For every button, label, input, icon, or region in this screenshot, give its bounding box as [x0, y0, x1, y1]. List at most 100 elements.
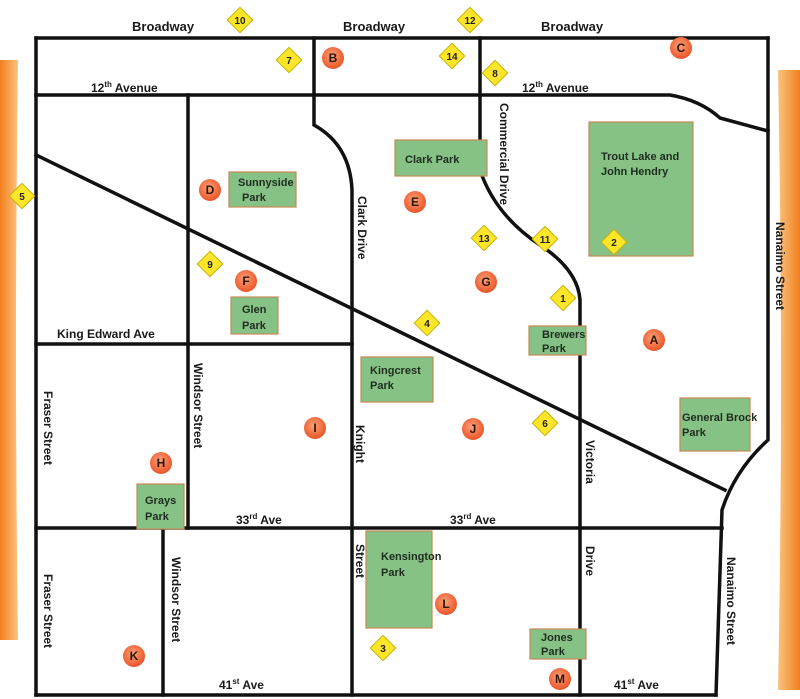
svg-text:4: 4: [424, 319, 430, 330]
street-nanaimo-north: Nanaimo Street: [773, 222, 787, 310]
svg-text:K: K: [130, 649, 139, 663]
marker-i[interactable]: I: [304, 417, 326, 439]
right-side-band: [778, 70, 800, 690]
park-trout-lake-label-2: John Hendry: [601, 166, 669, 178]
svg-text:F: F: [242, 274, 249, 288]
park-jones-label-1: Jones: [541, 632, 573, 644]
street-12th-avenue-west: 12th Avenue: [91, 80, 158, 95]
svg-text:D: D: [206, 183, 215, 197]
street-41st-avenue-west: 41st Ave: [219, 677, 264, 692]
street-fraser-south: Fraser Street: [41, 574, 55, 648]
marker-l[interactable]: L: [435, 593, 457, 615]
street-commercial-drive: Commercial Drive: [497, 103, 511, 205]
svg-text:12: 12: [464, 16, 476, 27]
svg-text:C: C: [677, 41, 686, 55]
marker-a[interactable]: A: [643, 329, 665, 351]
diamond-10[interactable]: 10: [226, 6, 254, 34]
svg-text:5: 5: [19, 192, 25, 203]
park-brewers: Brewers Park: [528, 325, 587, 356]
park-sunnyside-label-2: Park: [242, 192, 267, 204]
svg-text:11: 11: [540, 235, 551, 246]
diamond-11[interactable]: 11: [531, 225, 559, 253]
park-clark-label: Clark Park: [405, 154, 460, 166]
svg-text:G: G: [481, 275, 490, 289]
diamond-14[interactable]: 14: [438, 42, 466, 70]
svg-text:6: 6: [542, 419, 548, 430]
street-33rd-avenue-east: 33rd Ave: [450, 512, 496, 527]
diamond-1[interactable]: 1: [549, 284, 577, 312]
park-clark: Clark Park: [394, 139, 488, 177]
svg-text:14: 14: [446, 52, 458, 63]
marker-k[interactable]: K: [123, 645, 145, 667]
park-brewers-label-1: Brewers: [542, 329, 585, 341]
park-jones-label-2: Park: [541, 646, 566, 658]
svg-text:2: 2: [611, 238, 617, 249]
letter-markers: A B C D E F G H I J K L M: [123, 37, 692, 690]
street-labels: Broadway Broadway Broadway 12th Avenue 1…: [41, 19, 787, 692]
diamond-7[interactable]: 7: [275, 46, 303, 74]
marker-e[interactable]: E: [404, 191, 426, 213]
marker-c[interactable]: C: [670, 37, 692, 59]
street-clark-drive: Clark Drive: [355, 196, 369, 260]
park-kingcrest: Kingcrest Park: [360, 356, 434, 403]
diamond-2[interactable]: 2: [600, 228, 628, 256]
left-side-band: [0, 60, 18, 640]
diagonal-road: [33, 152, 728, 493]
marker-f[interactable]: F: [235, 270, 257, 292]
svg-text:B: B: [329, 51, 338, 65]
park-kensington-label-2: Park: [381, 567, 406, 579]
marker-d[interactable]: D: [199, 179, 221, 201]
marker-b[interactable]: B: [322, 47, 344, 69]
street-fraser-north: Fraser Street: [41, 391, 55, 465]
12th-avenue-road: [34, 93, 771, 134]
park-trout-lake: Trout Lake and John Hendry: [588, 121, 694, 257]
park-brewers-label-2: Park: [542, 343, 567, 355]
park-jones: Jones Park: [529, 628, 587, 660]
marker-m[interactable]: M: [549, 668, 571, 690]
street-nanaimo-south: Nanaimo Street: [724, 557, 738, 645]
street-victoria: Victoria: [583, 440, 597, 484]
park-grays-label-1: Grays: [145, 495, 176, 507]
street-41st-avenue-east: 41st Ave: [614, 677, 659, 692]
svg-text:E: E: [411, 195, 419, 209]
svg-text:I: I: [313, 421, 316, 435]
svg-text:7: 7: [286, 56, 292, 67]
marker-g[interactable]: G: [475, 271, 497, 293]
diamond-6[interactable]: 6: [531, 409, 559, 437]
diamond-12[interactable]: 12: [456, 6, 484, 34]
svg-text:8: 8: [492, 69, 498, 80]
park-kingcrest-label-1: Kingcrest: [370, 365, 421, 377]
street-broadway-east: Broadway: [541, 19, 604, 34]
park-sunnyside-label-1: Sunnyside: [238, 177, 294, 189]
parks-layer: Clark Park Trout Lake and John Hendry Su…: [136, 121, 758, 660]
park-general-brock-label-1: General Brock: [682, 412, 758, 424]
park-sunnyside: Sunnyside Park: [228, 171, 297, 208]
street-king-edward: King Edward Ave: [57, 327, 155, 341]
park-kensington: Kensington Park: [365, 530, 442, 629]
park-kingcrest-label-2: Park: [370, 380, 395, 392]
park-glen: Glen Park: [230, 296, 279, 335]
diamond-8[interactable]: 8: [481, 59, 509, 87]
clark-knight-road: [312, 36, 354, 697]
park-kensington-label-1: Kensington: [381, 551, 442, 563]
svg-text:J: J: [470, 422, 477, 436]
diamond-4[interactable]: 4: [413, 309, 441, 337]
diamond-13[interactable]: 13: [470, 224, 498, 252]
svg-text:A: A: [650, 333, 659, 347]
svg-text:3: 3: [380, 644, 386, 655]
svg-text:M: M: [555, 672, 565, 686]
street-33rd-avenue-west: 33rd Ave: [236, 512, 282, 527]
svg-text:10: 10: [234, 16, 246, 27]
diamond-3[interactable]: 3: [369, 634, 397, 662]
marker-j[interactable]: J: [462, 418, 484, 440]
commercial-victoria-road: [478, 36, 582, 697]
svg-text:L: L: [442, 597, 449, 611]
diamond-9[interactable]: 9: [196, 250, 224, 278]
marker-h[interactable]: H: [150, 452, 172, 474]
street-victoria-drive: Drive: [583, 546, 597, 576]
park-grays-label-2: Park: [145, 511, 170, 523]
street-broadway-middle: Broadway: [343, 19, 406, 34]
diamond-5[interactable]: 5: [8, 182, 36, 210]
park-trout-lake-label-1: Trout Lake and: [601, 151, 679, 163]
